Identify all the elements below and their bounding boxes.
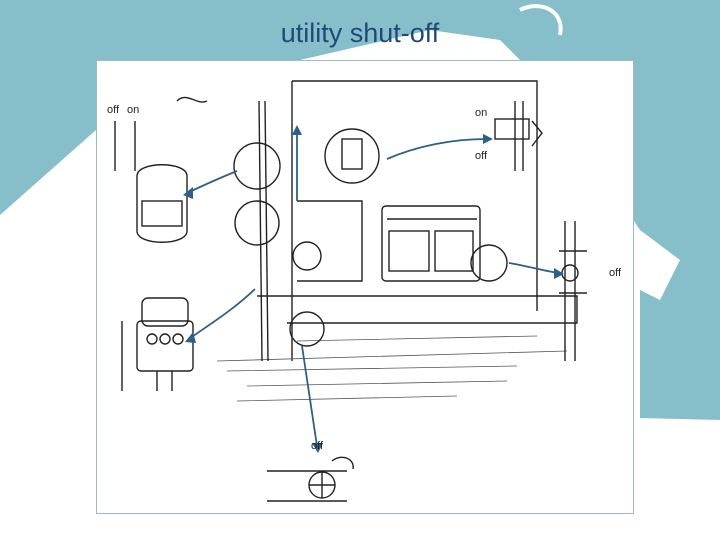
arrow-to-electric-meter [186, 170, 238, 194]
detail-circle-gas [234, 200, 280, 246]
detail-circle-heater-valve [292, 241, 322, 271]
floor-line [257, 295, 578, 324]
arrow-to-main-water [301, 345, 318, 447]
label-main-water-off: off [311, 440, 324, 452]
gas-meter [121, 297, 194, 391]
breaker-panel [341, 138, 363, 170]
arrow-to-breaker-switch [386, 138, 488, 160]
arrowhead-gas [185, 332, 196, 343]
main-breaker-switch [494, 101, 543, 171]
stove-gas-valve [559, 221, 587, 361]
sink-cabinet [297, 200, 363, 282]
arrowhead-stove-valve [554, 268, 564, 279]
arrowhead-main-water [312, 443, 323, 453]
main-water-valve [267, 456, 354, 502]
label-gas-on: on [475, 107, 487, 119]
arrowhead-electric [183, 187, 193, 199]
label-electric-off: off [107, 104, 120, 116]
slide-title: utility shut-off [280, 18, 440, 48]
label-gas-off: off [475, 150, 488, 162]
arrowhead-breaker [483, 134, 493, 144]
ground-hatching [216, 335, 568, 402]
label-electric-on: on [127, 104, 139, 116]
service-pipe [258, 100, 269, 362]
label-heater-valve-off: off [609, 267, 622, 279]
stove [381, 205, 481, 282]
arrowhead-pole-up [292, 125, 302, 135]
detail-circle-electric [233, 142, 281, 190]
diagram-frame: off on on off off off [96, 60, 634, 514]
detail-circle-panel [324, 128, 380, 184]
detail-circle-stove-valve [470, 244, 508, 282]
detail-circle-main-water [289, 311, 325, 347]
figure-head-outline [519, 4, 563, 36]
arrow-to-gas-meter [188, 288, 256, 340]
shutoff-illustration: off on on off off off [107, 80, 622, 502]
electric-meter [114, 96, 208, 243]
house-wall [291, 80, 538, 361]
arrow-to-stove-valve [508, 262, 560, 274]
